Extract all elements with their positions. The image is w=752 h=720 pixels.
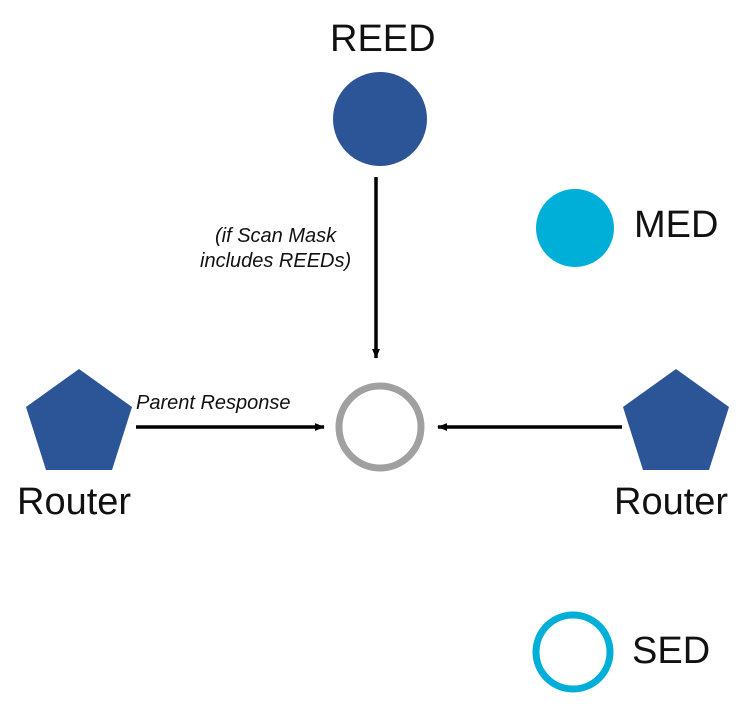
- node-label-router-right: Router: [614, 481, 729, 523]
- edge-label-parent-response: Parent Response: [136, 392, 291, 414]
- node-router-right-shape: [623, 369, 729, 470]
- edge-label-scan-mask: (if Scan Mask includes REEDs): [200, 225, 352, 272]
- node-sed-shape: [532, 611, 614, 693]
- node-label-reed: REED: [330, 18, 436, 60]
- node-center-sed-shape: [335, 382, 425, 472]
- node-label-med: MED: [634, 204, 719, 246]
- node-label-sed: SED: [632, 630, 711, 672]
- node-med-shape: [536, 189, 614, 267]
- node-reed-shape: [333, 72, 427, 166]
- node-label-router-left: Router: [17, 481, 132, 523]
- node-router-left-shape: [26, 369, 132, 470]
